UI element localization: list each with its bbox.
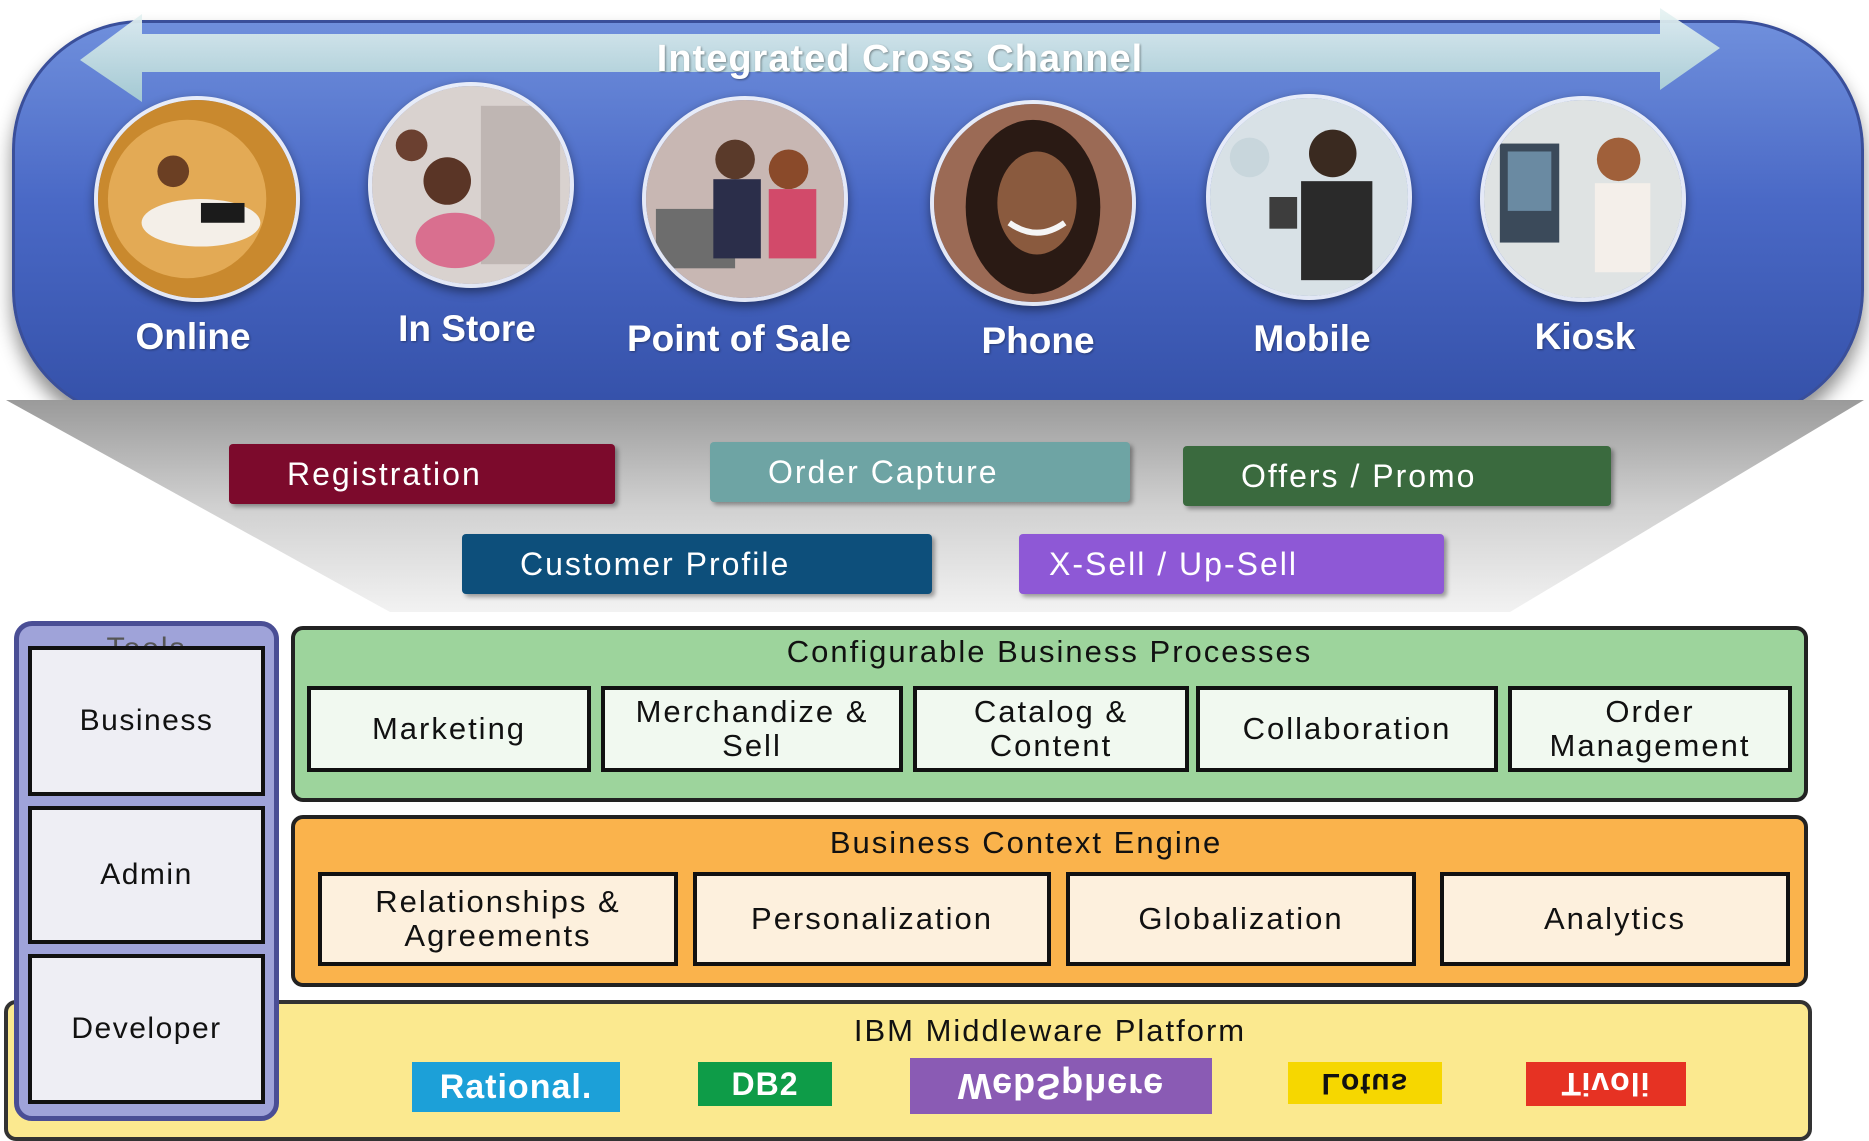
- point-of-sale-photo: [642, 96, 848, 302]
- channel-label-online: Online: [135, 316, 251, 357]
- tivoli-logo: Tivoli: [1526, 1062, 1686, 1106]
- customer-profile-box: Customer Profile: [462, 534, 932, 594]
- mobile-photo: [1206, 94, 1412, 300]
- collaboration-box: Collaboration: [1196, 686, 1498, 772]
- xsell-upsell-label: X-Sell / Up-Sell: [1049, 546, 1298, 582]
- order-management-box: Order Management: [1508, 686, 1792, 772]
- xsell-upsell-box: X-Sell / Up-Sell: [1019, 534, 1444, 594]
- rational-logo: Rational.: [412, 1062, 620, 1112]
- order-capture-box: Order Capture: [710, 442, 1130, 502]
- websphere-logo: WebSphere: [910, 1058, 1212, 1114]
- ibm-middleware-title: IBM Middleware Platform: [853, 1013, 1247, 1048]
- channel-label-phone: Phone: [981, 320, 1095, 361]
- ibm-middleware-layer: [4, 1000, 1812, 1141]
- offers-promo-box: Offers / Promo: [1183, 446, 1611, 506]
- tool-business: Business: [28, 646, 265, 796]
- customer-profile-label: Customer Profile: [520, 546, 791, 582]
- phone-photo: [930, 100, 1136, 306]
- online-photo: [94, 96, 300, 302]
- in-store-photo: [368, 82, 574, 288]
- double-arrow-icon: [80, 8, 1720, 102]
- registration-label: Registration: [287, 456, 482, 492]
- registration-box: Registration: [229, 444, 615, 504]
- relationships-agreements-box: Relationships & Agreements: [318, 872, 678, 966]
- kiosk-photo: [1480, 96, 1686, 302]
- configurable-business-processes-title: Configurable Business Processes: [786, 634, 1313, 669]
- channel-label-mobile: Mobile: [1253, 318, 1371, 359]
- channel-label-point-of-sale: Point of Sale: [626, 318, 852, 359]
- tool-developer: Developer: [28, 954, 265, 1104]
- tool-admin: Admin: [28, 806, 265, 944]
- channel-label-kiosk: Kiosk: [1534, 316, 1636, 357]
- channel-label-in-store: In Store: [398, 308, 536, 349]
- personalization-box: Personalization: [693, 872, 1051, 966]
- order-capture-label: Order Capture: [768, 454, 999, 490]
- merchandize-sell-box: Merchandize & Sell: [601, 686, 903, 772]
- offers-promo-label: Offers / Promo: [1241, 458, 1477, 494]
- business-context-engine-title: Business Context Engine: [829, 825, 1223, 860]
- cross-channel-title: Integrated Cross Channel: [656, 38, 1144, 80]
- catalog-content-box: Catalog & Content: [913, 686, 1189, 772]
- funnel-shape: [6, 400, 1864, 612]
- marketing-box: Marketing: [307, 686, 591, 772]
- analytics-box: Analytics: [1440, 872, 1790, 966]
- lotus-logo: Lotus: [1288, 1062, 1442, 1104]
- globalization-box: Globalization: [1066, 872, 1416, 966]
- db2-logo: DB2: [698, 1062, 832, 1106]
